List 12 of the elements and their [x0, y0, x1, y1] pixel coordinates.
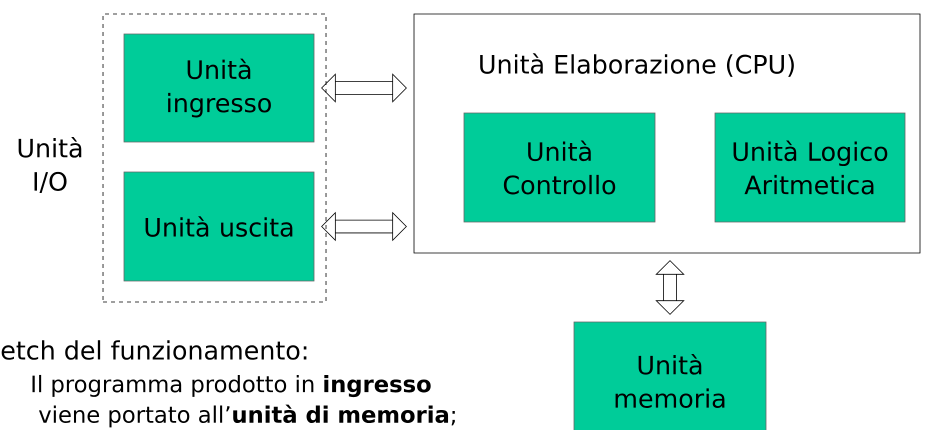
unit-box: Unità Controllo: [464, 112, 656, 222]
double-arrow: [321, 73, 407, 103]
unit-box: Unità ingresso: [124, 34, 314, 142]
unit-box: Unità memoria: [574, 322, 766, 430]
double-arrow: [321, 212, 407, 242]
unit-box: Unità Logico Aritmetica: [714, 112, 906, 222]
note-text: etch del funzionamento:: [2, 340, 306, 360]
double-arrow: [655, 260, 685, 315]
note-text: viene portato all’unità di memoria;: [38, 404, 455, 428]
unit-box: Unità uscita: [124, 172, 314, 282]
note-text: Il programma prodotto in ingresso: [32, 374, 431, 398]
group-label: Unità I/O: [18, 137, 82, 193]
